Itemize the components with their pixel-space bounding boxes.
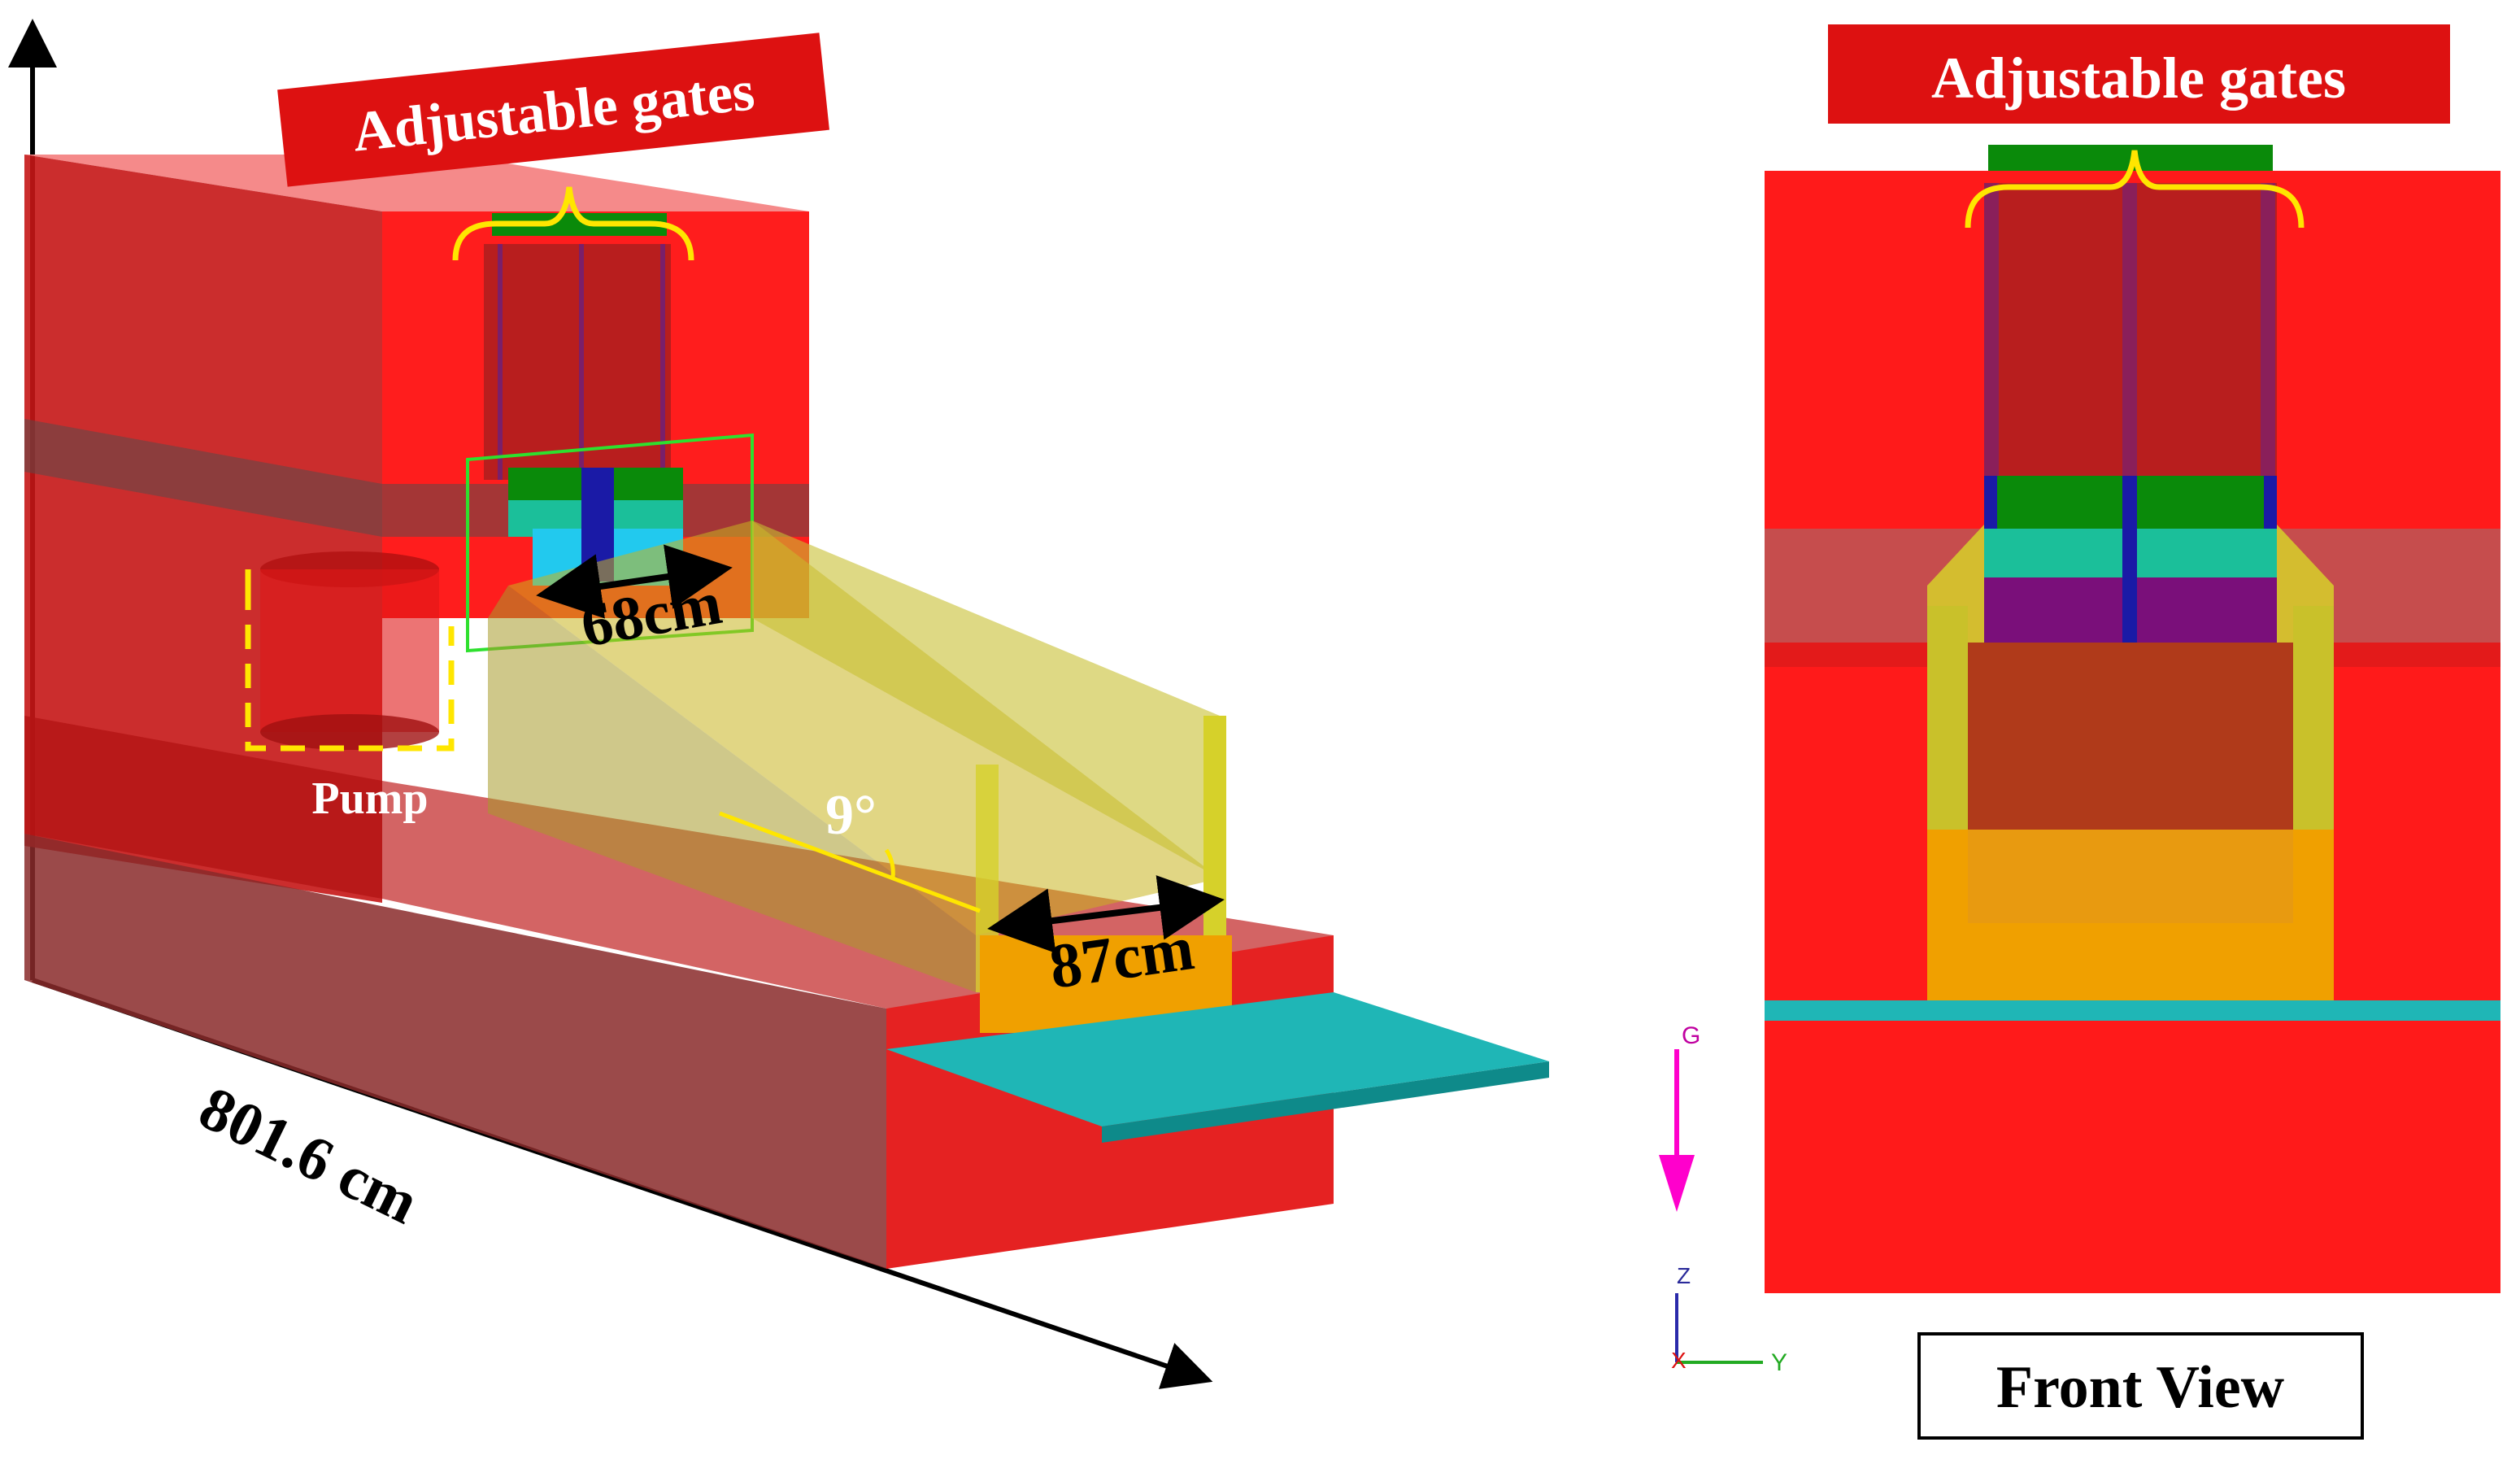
z-axis-label: Z	[1677, 1263, 1691, 1288]
front-gates-bracket	[1965, 150, 2305, 229]
front-gates-label: Adjustable gates	[1931, 46, 2346, 111]
base-block-side	[24, 834, 886, 1269]
angle-reference-line	[719, 811, 981, 913]
pump-cylinder-bottom	[260, 714, 439, 750]
x-axis-label: X	[1671, 1348, 1687, 1373]
y-axis-label: Y	[1771, 1349, 1787, 1376]
lower-block-side	[24, 716, 382, 899]
channel-floor	[508, 521, 1220, 935]
front-gates-label-box	[1828, 24, 2450, 124]
gravity-arrow-head	[1659, 1155, 1695, 1212]
front-view-caption-box	[1917, 1332, 2364, 1440]
front-gate-divider	[2122, 476, 2137, 643]
front-channel-interior	[1968, 643, 2293, 830]
front-view-caption: Front View	[1996, 1354, 2285, 1421]
angle-arc	[884, 848, 895, 879]
gates-label-3d: Adjustable gates	[277, 33, 829, 187]
channel-left-wall	[488, 586, 976, 992]
gates-bracket	[452, 186, 694, 261]
head-tank-top	[24, 155, 809, 211]
front-view: Adjustable gates Front View	[1765, 24, 2500, 1440]
gravity-label: G	[1682, 1022, 1700, 1049]
three-d-view: Adjustable gates Pump 68cm 87cm 9° 801.6…	[7, 19, 1549, 1389]
width-bottom-arrow	[987, 875, 1225, 953]
pump-cylinder-body	[260, 569, 439, 732]
pump-label: Pump	[311, 773, 428, 824]
pump-highlight	[245, 586, 455, 752]
width-top-arrow	[536, 544, 733, 619]
tailwater-plate	[886, 992, 1549, 1126]
axis-triad: G Z Y X	[1659, 1022, 1787, 1376]
angle-label: 9°	[825, 784, 877, 847]
gate-column	[484, 244, 671, 480]
channel-right-wall	[752, 521, 1220, 878]
